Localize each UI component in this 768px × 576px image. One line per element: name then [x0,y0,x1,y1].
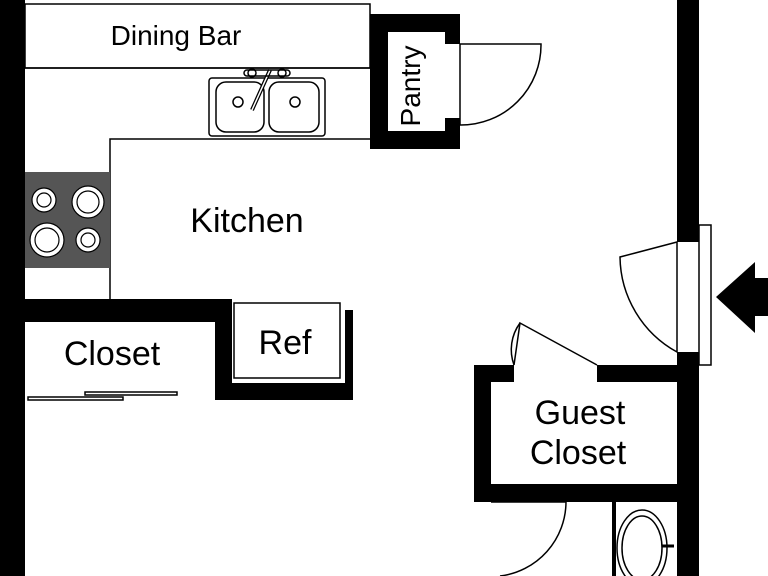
wall-ref-bottom [215,383,353,400]
wall-right-upper [677,0,699,242]
label-guest-closet-2: Closet [530,434,627,472]
wall-right-lower [677,352,699,576]
walls [0,0,699,576]
wall-closet-top [0,299,232,322]
wall-ref-right [345,310,353,400]
wall-guest-top-right [597,365,697,382]
entry-door-frame [698,224,712,366]
wall-pantry-jamb-bottom [445,118,460,149]
wall-pantry-jamb-top [445,14,460,44]
wall-closet-right [215,299,232,383]
entry-arrow-icon [716,262,768,333]
guest-closet-door-swing [513,321,598,366]
toilet-icon [616,509,674,576]
wall-guest-left [474,365,491,502]
closet-sliding-door-1 [27,396,124,401]
entry-door-swing [619,241,678,354]
ref-box [233,302,341,379]
doors [459,43,678,576]
label-kitchen: Kitchen [190,202,303,240]
bath-door-swing [491,501,567,576]
wall-guest-bottom [474,484,697,502]
wall-bath-left [612,484,616,576]
label-guest-closet-1: Guest [535,394,626,432]
label-ref: Ref [259,324,312,362]
label-pantry: Pantry [395,46,426,127]
guest-closet-door-arc [510,322,521,366]
double-sink-icon [208,68,326,137]
label-closet: Closet [64,335,161,373]
pantry-door-swing [459,43,542,126]
cooktop-icon [25,172,110,268]
label-dining-bar: Dining Bar [111,20,242,51]
wall-pantry-left [370,14,388,149]
wall-guest-top-left [474,365,514,382]
wall-pantry-bottom [370,131,460,149]
wall-pantry-top [370,14,460,32]
wall-left-exterior [0,0,25,576]
closet-sliding-door-2 [84,391,178,396]
